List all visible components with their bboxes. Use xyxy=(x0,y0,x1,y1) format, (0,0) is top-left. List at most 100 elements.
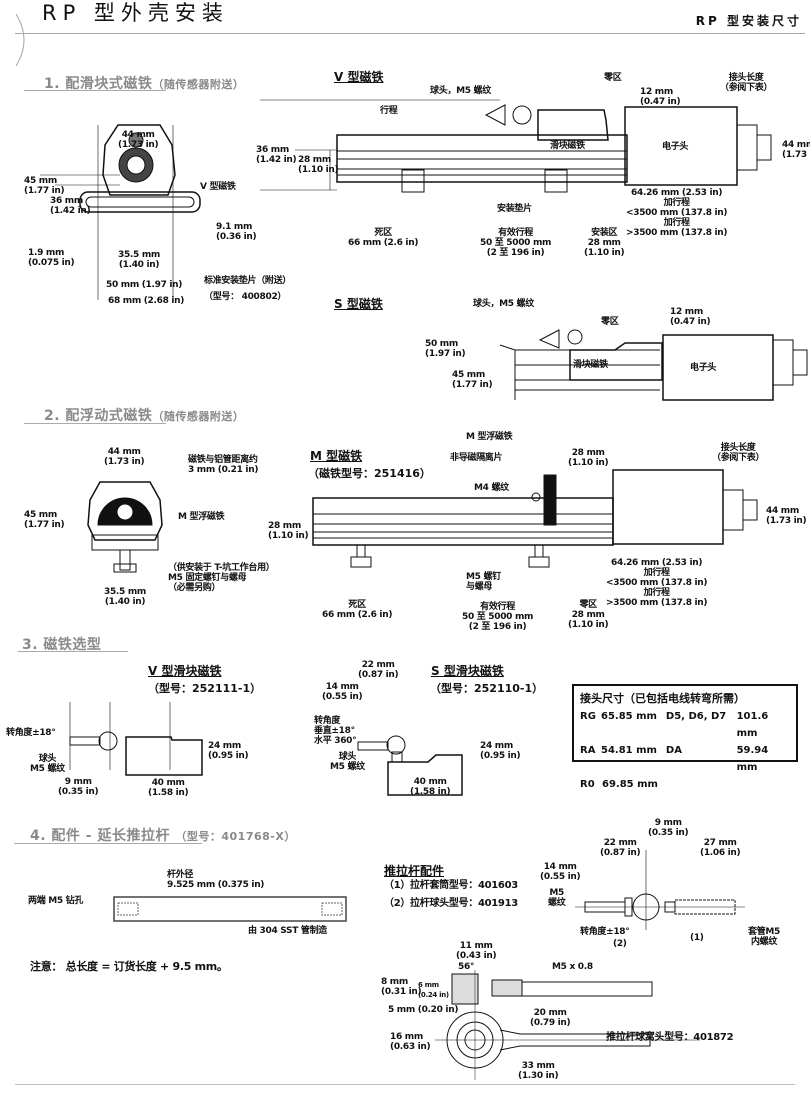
pr-dim-9mm: 9 mm(0.35 in) xyxy=(648,818,689,838)
m-connector-length-label: 接头长度（参阅下表） xyxy=(712,443,765,463)
dim-height-inner: 36 mm(1.42 in) xyxy=(50,196,91,216)
v-slider-magnet-drawing xyxy=(69,702,203,776)
s-slider-magnet-label: 滑块磁铁 xyxy=(573,360,608,370)
dim-28mm: 28 mm(1.10 in) xyxy=(298,155,339,175)
section1-heading: 1. 配滑块式磁铁（随传感器附送） xyxy=(44,76,245,92)
stroke-label: 行程 xyxy=(380,106,398,116)
zero-zone-dim: 12 mm(0.47 in) xyxy=(640,87,681,107)
re-dim-11mm: 11 mm(0.43 in) xyxy=(456,941,497,961)
s-zero-zone-label: 零区 xyxy=(601,317,619,327)
table-title: 接头尺寸（已包括电线转弯所需） xyxy=(580,692,745,705)
pr-dim-22mm: 22 mm(0.87 in) xyxy=(600,838,641,858)
s-dim-40mm: 40 mm(1.58 in) xyxy=(410,777,451,797)
pushrod-assembly-drawing xyxy=(575,850,745,930)
m-magnet-title: M 型磁铁 xyxy=(310,449,363,463)
re-dim-16mm: 16 mm(0.63 in) xyxy=(390,1032,431,1052)
pushrod-kit-title: 推拉杆配件 xyxy=(384,864,445,878)
page-bracket-decoration xyxy=(15,13,25,67)
v-dim-24mm: 24 mm(0.95 in) xyxy=(208,741,249,761)
m-dim-width: 44 mm(1.73 in) xyxy=(104,447,145,467)
dim-44mm: 44 mm(1.73 in) xyxy=(782,140,810,160)
pr-angle-label: 转角度±18° xyxy=(580,927,630,937)
s-dim-24mm: 24 mm(0.95 in) xyxy=(480,741,521,761)
section4-underline xyxy=(14,843,202,844)
s-zero-zone-dim: 12 mm(0.47 in) xyxy=(670,307,711,327)
spacer-label: 非导磁隔离片 xyxy=(450,453,503,463)
m-dim-44mm: 44 mm(1.73 in) xyxy=(766,506,807,526)
v-magnet-title: V 型磁铁 xyxy=(334,70,384,84)
electronics-head-label: 电子头 xyxy=(662,142,689,152)
dim-45mm: 45 mm(1.77 in) xyxy=(452,370,493,390)
dim-width: 44 mm(1.73 in) xyxy=(118,130,159,150)
dim-plate-inner: 50 mm (1.97 in) xyxy=(106,280,183,290)
re-dim-20mm: 20 mm(0.79 in) xyxy=(530,1008,571,1028)
section3-heading: 3. 磁铁选型 xyxy=(22,637,102,653)
s-slider-title: S 型滑块磁铁 xyxy=(431,664,504,678)
clip-model: （型号： 400802） xyxy=(204,292,287,302)
v-magnet-label: V 型磁铁 xyxy=(200,182,236,192)
re-angle: 56° xyxy=(458,962,475,972)
slider-magnet-end-view-drawing xyxy=(40,124,201,300)
dim-plate-height: 9.1 mm(0.36 in) xyxy=(216,222,257,242)
pr-dim-14mm: 14 mm(0.55 in) xyxy=(540,862,581,882)
pr-part-1: (1) xyxy=(690,933,704,943)
slider-magnet-label: 滑块磁铁 xyxy=(550,141,585,151)
re-m5-thread: M5 x 0.8 xyxy=(552,962,593,972)
s-electronics-head-label: 电子头 xyxy=(690,363,717,373)
extension-rod-drawing xyxy=(113,896,347,922)
re-dim-6mm: 6 mm(0.24 in) xyxy=(418,981,449,999)
page-section-title: RP 型安装尺寸 xyxy=(695,14,802,28)
dim-height-total: 45 mm(1.77 in) xyxy=(24,176,65,196)
s-magnet-title: S 型磁铁 xyxy=(334,297,383,311)
v-magnet-side-view-drawing xyxy=(260,99,772,193)
m-magnet-model: （磁铁型号：251416） xyxy=(308,467,431,480)
s-ball-joint-label: 球头，M5 螺纹 xyxy=(473,299,534,309)
m-dim-height: 45 mm(1.77 in) xyxy=(24,510,65,530)
dim-offset: 1.9 mm(0.075 in) xyxy=(28,248,75,268)
s-slider-magnet-drawing xyxy=(357,735,463,796)
m-dim-28mm: 28 mm(1.10 in) xyxy=(268,521,309,541)
section2-underline xyxy=(24,423,166,424)
dim-plate-outer: 68 mm (2.68 in) xyxy=(108,296,185,306)
clip-label: 标准安装垫片（附送） xyxy=(204,276,292,286)
v-angle-label: 转角度±18° xyxy=(6,728,56,738)
m-dim-holes: 35.5 mm(1.40 in) xyxy=(104,587,146,607)
page-title: RP 型外壳安装 xyxy=(42,1,229,25)
m-magnet-side-view-drawing xyxy=(312,469,758,568)
ball-joint-label: 球头，M5 螺纹 xyxy=(430,86,491,96)
m4-thread-label: M4 螺纹 xyxy=(474,483,509,493)
header-divider xyxy=(15,33,805,34)
m5-screw-note: （供安装于 T-坑工作台用）M5 固定螺钉与螺母（必需另购） xyxy=(168,563,275,593)
head-length-dims: 64.26 mm (2.53 in)加行程<3500 mm (137.8 in)… xyxy=(626,188,728,238)
zero-zone-label: 零区 xyxy=(604,73,622,83)
v-dim-9mm: 9 mm(0.35 in) xyxy=(58,777,99,797)
v-dim-40mm: 40 mm(1.58 in) xyxy=(148,778,189,798)
footer-divider xyxy=(15,1084,795,1085)
m-dim-28mm-top: 28 mm(1.10 in) xyxy=(568,448,609,468)
dim-36mm: 36 mm(1.42 in) xyxy=(256,145,297,165)
s-dim-14mm: 14 mm(0.55 in) xyxy=(322,682,363,702)
pushrod-item-1: （1）拉杆套筒型号：401603 xyxy=(384,880,518,891)
re-dim-8mm: 8 mm(0.31 in) xyxy=(381,977,422,997)
s-dim-22mm: 22 mm(0.87 in) xyxy=(358,660,399,680)
section1-underline xyxy=(24,90,166,91)
connector-length-label: 接头长度（参阅下表） xyxy=(720,73,773,93)
v-slider-title: V 型滑块磁铁 xyxy=(148,664,222,678)
m-float-magnet-label: M 型浮磁铁 xyxy=(466,432,513,442)
mounting-clip-label: 安装垫片 xyxy=(497,204,532,214)
section2-heading: 2. 配浮动式磁铁（随传感器附送） xyxy=(44,408,245,424)
dim-50mm: 50 mm(1.97 in) xyxy=(425,339,466,359)
rod-material-label: 由 304 SST 管制造 xyxy=(248,926,327,936)
